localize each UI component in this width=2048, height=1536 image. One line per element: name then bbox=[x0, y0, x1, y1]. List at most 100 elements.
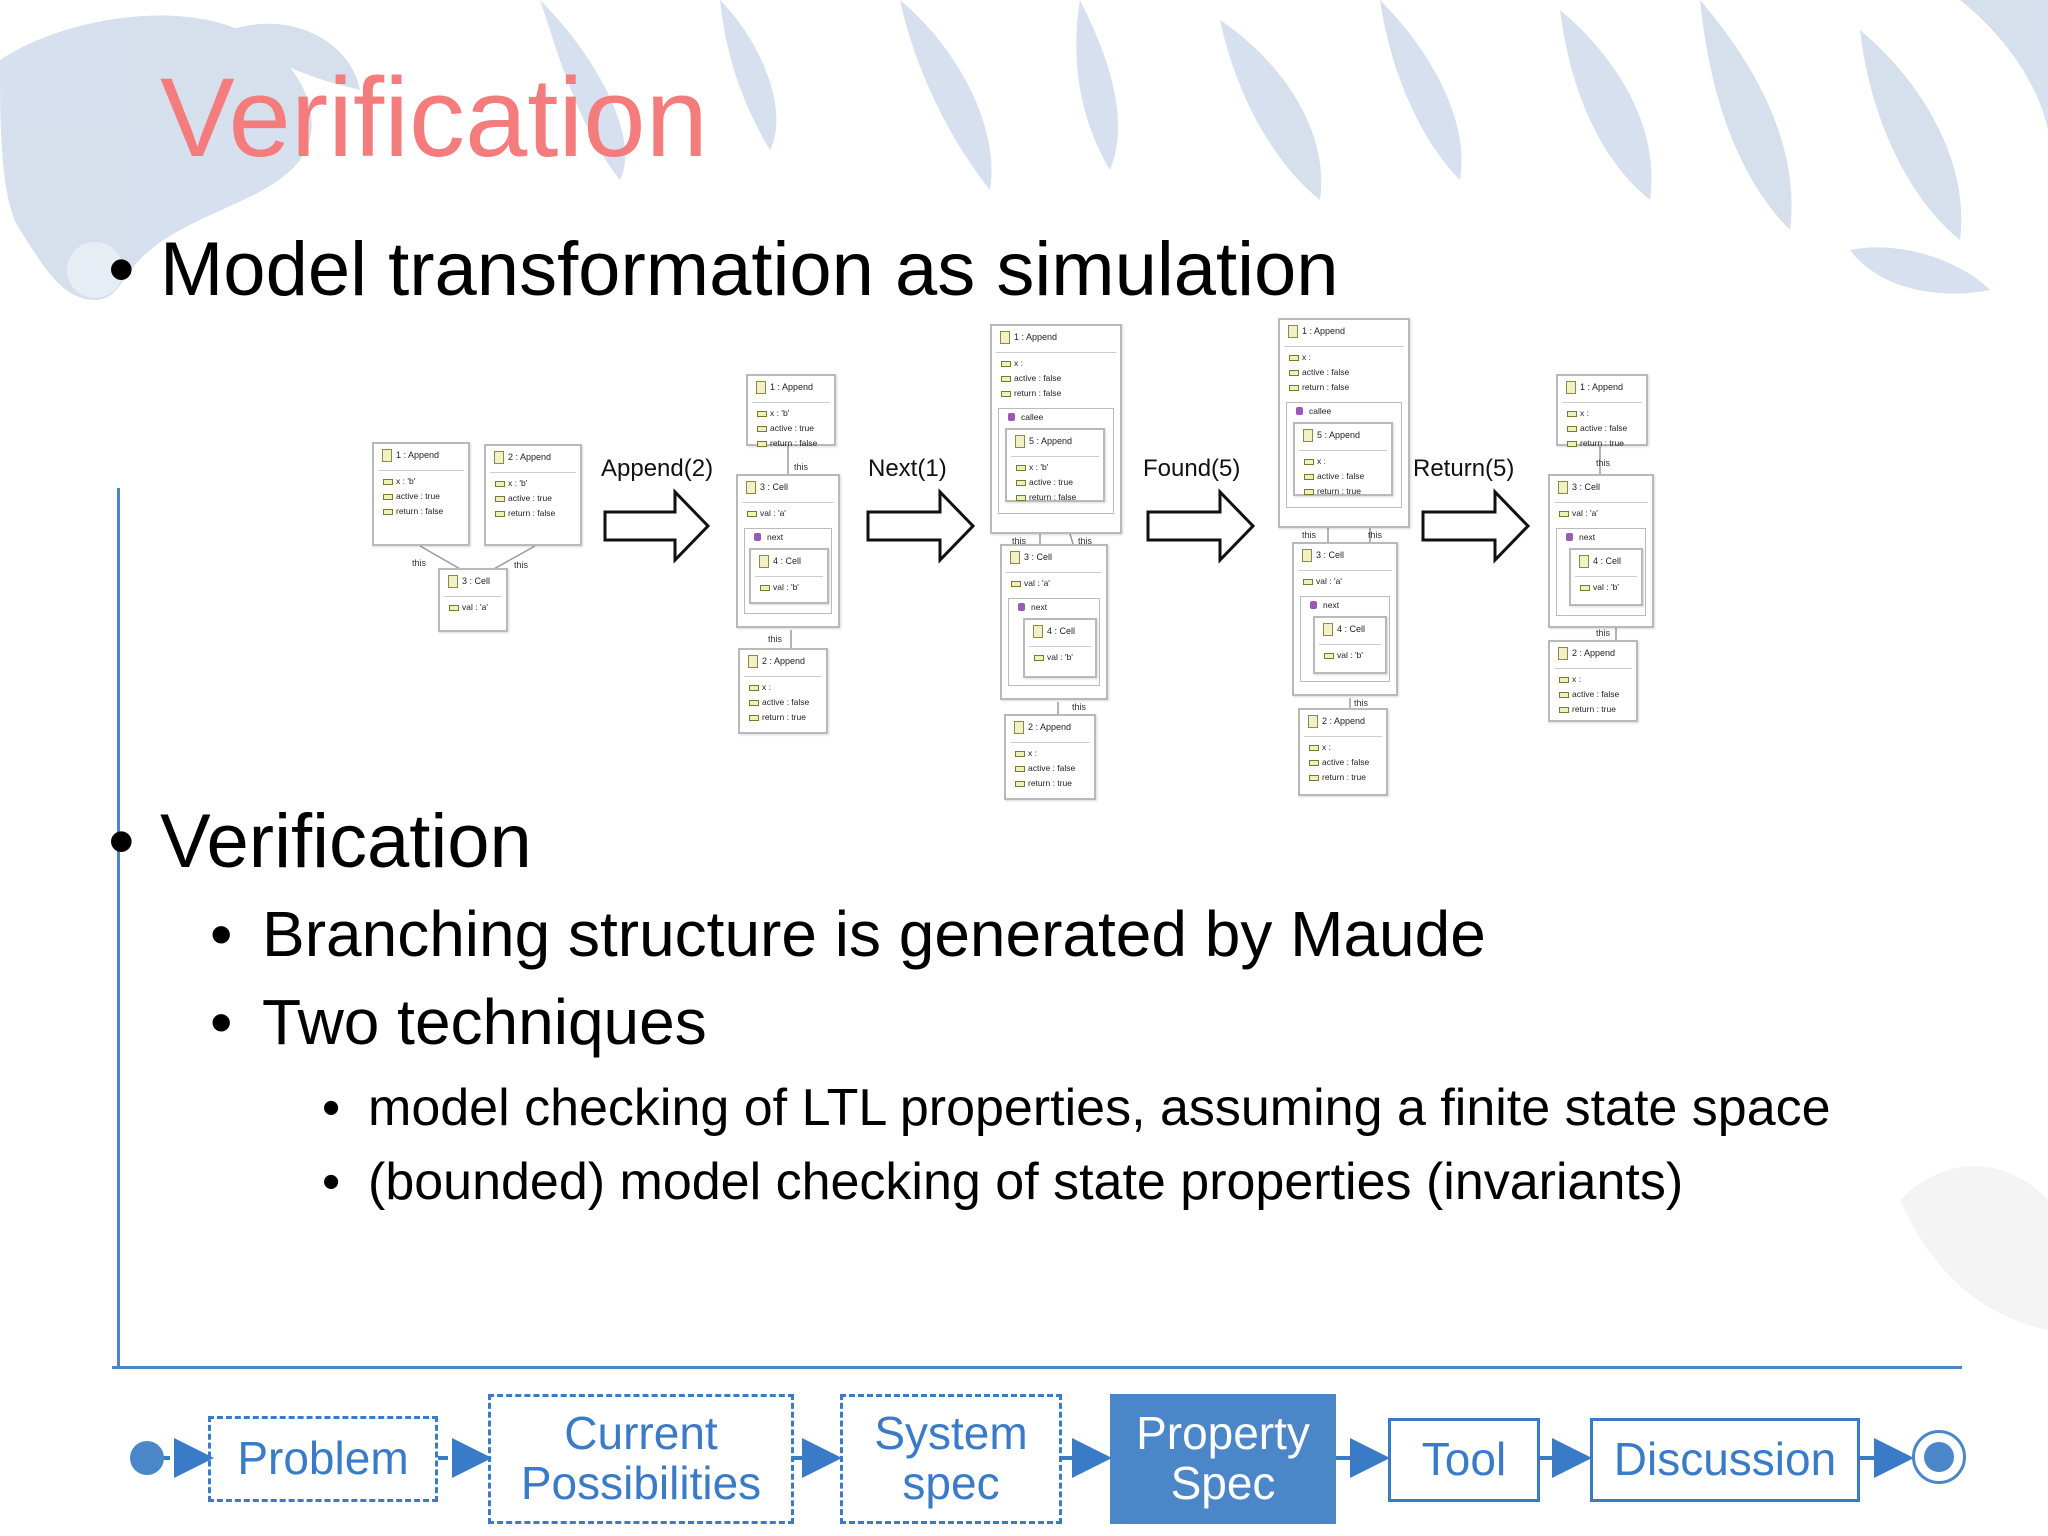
object-cell-3: 3 : Cell val : 'a' next 4 : Cell val : '… bbox=[1000, 544, 1108, 700]
object-attribute: return : true bbox=[1006, 775, 1094, 790]
object-append-2: 2 : Append x : active : false return : t… bbox=[1548, 640, 1638, 722]
object-attribute: x : bbox=[1550, 671, 1636, 686]
object-header: 1 : Append bbox=[1280, 320, 1408, 340]
object-next-compartment: next 4 : Cell val : 'b' bbox=[1556, 528, 1646, 616]
object-attribute: val : 'b' bbox=[1025, 649, 1095, 664]
subsubbullet-ltl: • model checking of LTL properties, assu… bbox=[322, 1079, 1831, 1137]
nav-step-label: System spec bbox=[874, 1407, 1028, 1509]
object-append-1: 1 : Append x : 'b' active : true return … bbox=[372, 442, 470, 546]
object-next-compartment: next 4 : Cell val : 'b' bbox=[1008, 598, 1100, 686]
transition-label-append: Append(2) bbox=[601, 455, 714, 482]
object-append-2: 2 : Append x : active : false return : t… bbox=[738, 648, 828, 734]
object-header: 4 : Cell bbox=[751, 550, 827, 570]
object-cell-3: 3 : Cell val : 'a' next 4 : Cell val : '… bbox=[736, 474, 840, 628]
object-header: 2 : Append bbox=[486, 446, 580, 466]
object-append-2: 2 : Append x : active : false return : t… bbox=[1004, 714, 1096, 800]
reference-next: next bbox=[1301, 597, 1389, 612]
reference-label: this bbox=[768, 634, 783, 644]
bullet-model-transformation: • Model transformation as simulation bbox=[108, 232, 1339, 308]
bullet-dot: • bbox=[210, 898, 233, 970]
object-attribute: val : 'a' bbox=[738, 505, 838, 520]
bottom-divider-line bbox=[112, 1366, 1962, 1369]
object-attribute: active : false bbox=[1295, 468, 1391, 483]
object-attribute: return : false bbox=[748, 435, 834, 450]
transition-label-return: Return(5) bbox=[1413, 455, 1515, 482]
reference-next: next bbox=[1009, 599, 1099, 614]
object-header: 1 : Append bbox=[748, 376, 834, 396]
object-header: 5 : Append bbox=[1295, 424, 1391, 444]
object-attribute: x : bbox=[1295, 453, 1391, 468]
reference-label: this bbox=[794, 462, 809, 472]
object-append-1: 1 : Append x : active : false return : f… bbox=[1278, 318, 1410, 528]
object-attribute: active : false bbox=[740, 694, 826, 709]
object-append-1: 1 : Append x : active : false return : t… bbox=[1556, 374, 1648, 448]
subbullet-branching: • Branching structure is generated by Ma… bbox=[210, 902, 1486, 966]
object-cell-4: 4 : Cell val : 'b' bbox=[1313, 616, 1387, 674]
bullet-dot: • bbox=[108, 799, 135, 884]
nav-step-property-spec[interactable]: Property Spec bbox=[1110, 1394, 1336, 1524]
nav-step-system-spec[interactable]: System spec bbox=[840, 1394, 1062, 1524]
reference-next: next bbox=[745, 529, 831, 544]
object-attribute: val : 'b' bbox=[751, 579, 827, 594]
nav-step-label: Discussion bbox=[1613, 1433, 1837, 1486]
reference-label: this bbox=[412, 558, 427, 568]
reference-label: this bbox=[1596, 458, 1611, 468]
object-header: 4 : Cell bbox=[1315, 618, 1385, 638]
bullet-dot: • bbox=[108, 227, 135, 312]
nav-step-current-possibilities[interactable]: Current Possibilities bbox=[488, 1394, 794, 1524]
left-divider-line bbox=[117, 488, 120, 1368]
object-header: 1 : Append bbox=[374, 444, 468, 464]
nav-step-label: Property Spec bbox=[1136, 1407, 1310, 1509]
object-header: 1 : Append bbox=[1558, 376, 1646, 396]
reference-label: this bbox=[1354, 698, 1369, 708]
reference-next: next bbox=[1557, 529, 1645, 544]
slide-title: Verification bbox=[160, 55, 708, 180]
object-header: 3 : Cell bbox=[440, 570, 506, 590]
object-header: 3 : Cell bbox=[738, 476, 838, 496]
object-header: 2 : Append bbox=[1300, 710, 1386, 730]
object-header: 2 : Append bbox=[1006, 716, 1094, 736]
subbullet-two-techniques: • Two techniques bbox=[210, 990, 707, 1054]
nav-step-label: Tool bbox=[1421, 1433, 1507, 1486]
flow-start-icon bbox=[130, 1441, 164, 1475]
object-attribute: x : bbox=[1006, 745, 1094, 760]
object-attribute: return : true bbox=[1558, 435, 1646, 450]
nav-step-problem[interactable]: Problem bbox=[208, 1416, 438, 1502]
nav-step-tool[interactable]: Tool bbox=[1388, 1418, 1540, 1502]
object-header: 4 : Cell bbox=[1571, 550, 1641, 570]
object-cell-4: 4 : Cell val : 'b' bbox=[1569, 548, 1643, 606]
bullet-dot: • bbox=[210, 986, 233, 1058]
nav-flow-arrows bbox=[160, 1438, 1914, 1478]
object-header: 5 : Append bbox=[1007, 430, 1103, 450]
object-attribute: val : 'b' bbox=[1315, 647, 1385, 662]
bullet-text: model checking of LTL properties, assumi… bbox=[368, 1079, 1831, 1137]
object-attribute: return : false bbox=[486, 505, 580, 520]
reference-label: this bbox=[514, 560, 529, 570]
object-header: 2 : Append bbox=[740, 650, 826, 670]
object-next-compartment: next 4 : Cell val : 'b' bbox=[1300, 596, 1390, 682]
object-cell-3: 3 : Cell val : 'a' next 4 : Cell val : '… bbox=[1292, 542, 1398, 696]
reference-label: this bbox=[1072, 702, 1087, 712]
object-attribute: x : bbox=[1280, 349, 1408, 364]
object-attribute: val : 'a' bbox=[440, 599, 506, 614]
object-attribute: active : false bbox=[992, 370, 1120, 385]
object-attribute: x : 'b' bbox=[486, 475, 580, 490]
object-cell-3: 3 : Cell val : 'a' next 4 : Cell val : '… bbox=[1548, 474, 1654, 628]
reference-label: this bbox=[1078, 536, 1093, 546]
object-attribute: x : 'b' bbox=[748, 405, 834, 420]
object-header: 3 : Cell bbox=[1294, 544, 1396, 564]
nav-step-discussion[interactable]: Discussion bbox=[1590, 1418, 1860, 1502]
flow-end-icon bbox=[1912, 1430, 1966, 1484]
reference-callee: callee bbox=[1287, 403, 1401, 418]
bullet-dot: • bbox=[322, 1153, 341, 1211]
object-append-2: 2 : Append x : active : false return : t… bbox=[1298, 708, 1388, 796]
object-header: 1 : Append bbox=[992, 326, 1120, 346]
object-attribute: return : false bbox=[1280, 379, 1408, 394]
object-callee-compartment: callee 5 : Append x : active : false ret… bbox=[1286, 402, 1402, 508]
reference-label: this bbox=[1368, 530, 1383, 540]
subsubbullet-bounded: • (bounded) model checking of state prop… bbox=[322, 1156, 1683, 1208]
object-attribute: return : false bbox=[992, 385, 1120, 400]
object-attribute: active : false bbox=[1006, 760, 1094, 775]
object-attribute: return : true bbox=[1300, 769, 1386, 784]
